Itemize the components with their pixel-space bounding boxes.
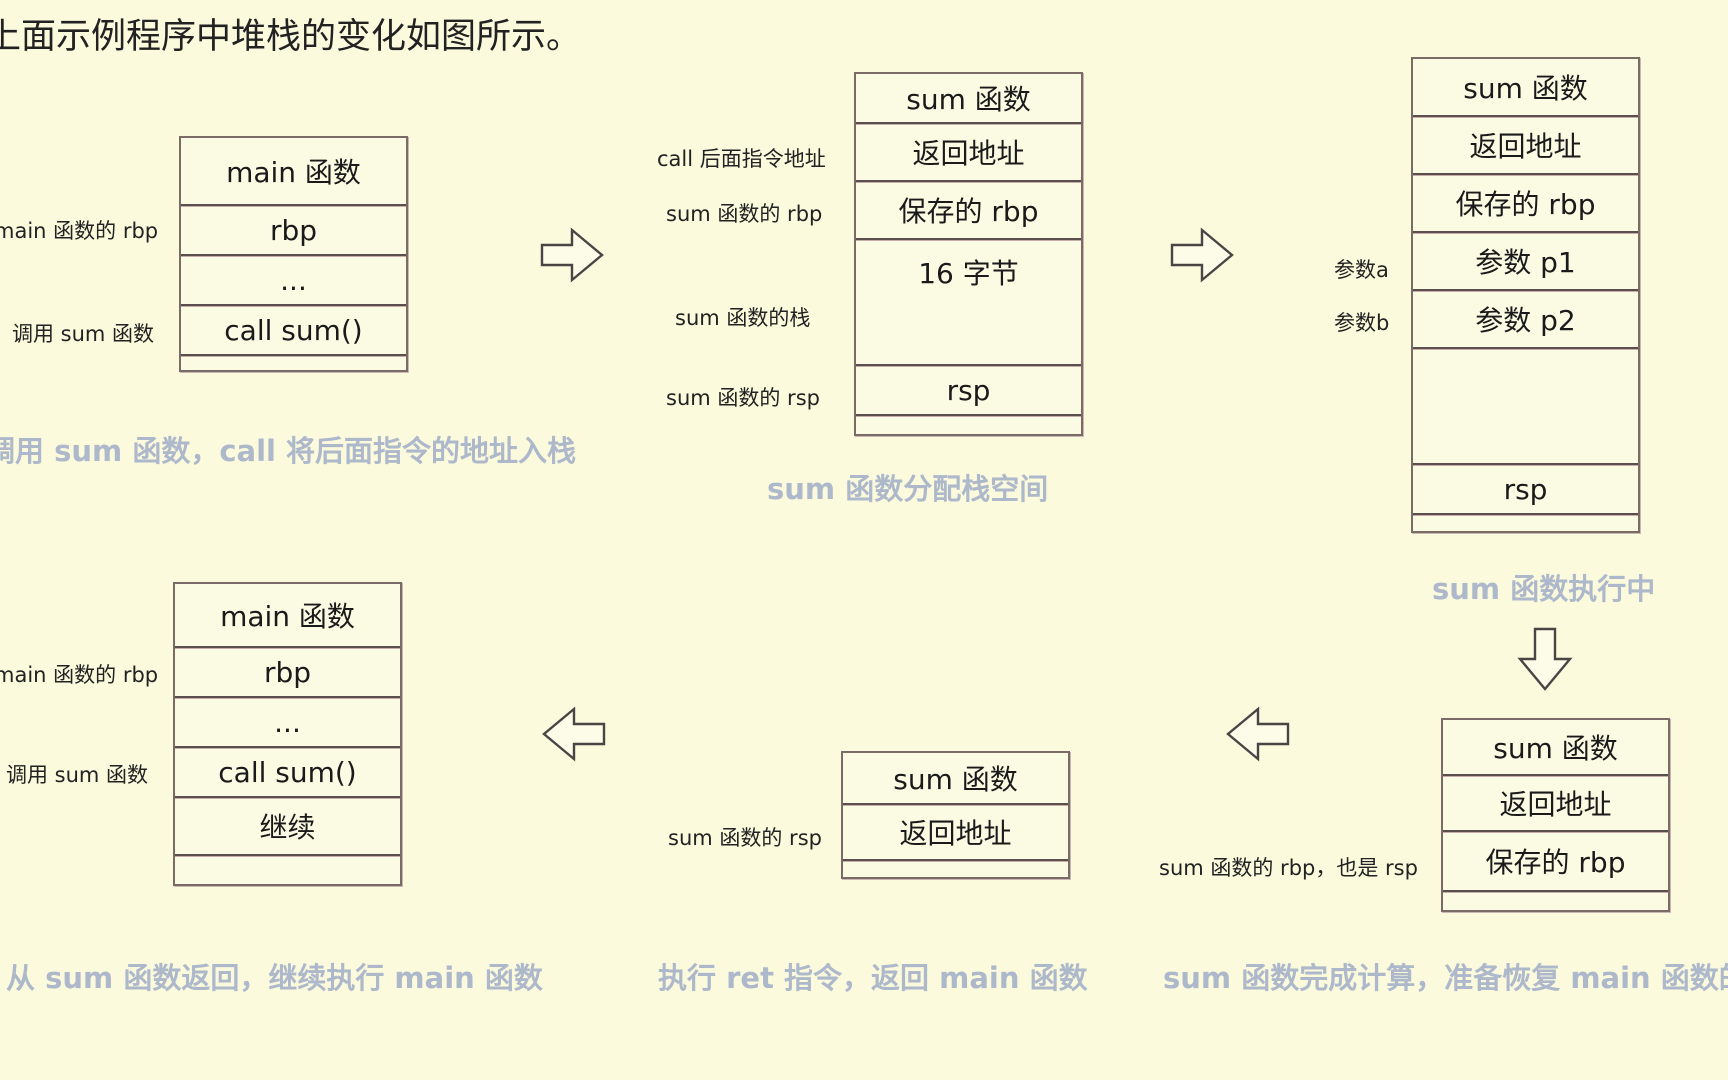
- stack-cell: main 函数: [181, 138, 406, 206]
- stack-cell: rbp: [175, 648, 400, 698]
- stack-label: main 函数的 rbp: [0, 663, 159, 687]
- stack-label: call 后面指令地址: [657, 147, 826, 171]
- stack-label: 参数a: [1334, 258, 1389, 282]
- stack-label: main 函数的 rbp: [0, 219, 159, 243]
- stack-box: main 函数 rbp ... call sum() 继续: [173, 582, 402, 886]
- stack-box: sum 函数 返回地址: [841, 751, 1070, 879]
- stack-cell: 参数 p2: [1413, 291, 1638, 349]
- stack-cell: 保存的 rbp: [856, 182, 1081, 240]
- stack-cell: 保存的 rbp: [1413, 175, 1638, 233]
- stack-cell: sum 函数: [843, 753, 1068, 805]
- stack-box: sum 函数 返回地址 保存的 rbp: [1441, 718, 1670, 912]
- stack-cell: rsp: [856, 366, 1081, 416]
- stack-cell: sum 函数: [1413, 59, 1638, 117]
- panel-caption: sum 函数分配栈空间: [767, 472, 1049, 506]
- stack-cell: sum 函数: [856, 74, 1081, 124]
- stack-cell: 返回地址: [856, 124, 1081, 182]
- stack-cell: sum 函数: [1443, 720, 1668, 776]
- stack-cell: 返回地址: [1443, 776, 1668, 832]
- panel-caption: sum 函数完成计算，准备恢复 main 函数的: [1163, 961, 1728, 995]
- stack-cell: call sum(): [181, 306, 406, 356]
- stack-cell: ...: [181, 256, 406, 306]
- stack-cell: 返回地址: [843, 805, 1068, 861]
- stack-cell: rbp: [181, 206, 406, 256]
- stack-label: sum 函数的 rsp: [668, 826, 822, 850]
- arrow-right-icon: [1170, 227, 1234, 283]
- stack-cell-empty: [1413, 349, 1638, 465]
- stack-cell: main 函数: [175, 584, 400, 648]
- panel-caption: 执行 ret 指令，返回 main 函数: [658, 961, 1088, 995]
- stack-cell: call sum(): [175, 748, 400, 798]
- stack-label: sum 函数的 rbp: [666, 202, 823, 226]
- stack-box: sum 函数 返回地址 保存的 rbp 参数 p1 参数 p2 rsp: [1411, 57, 1640, 533]
- stack-label: 参数b: [1334, 311, 1390, 335]
- arrow-left-icon: [1226, 706, 1290, 762]
- stack-label: sum 函数的 rsp: [666, 386, 820, 410]
- stack-box: sum 函数 返回地址 保存的 rbp 16 字节 rsp: [854, 72, 1083, 436]
- stack-cell: 继续: [175, 798, 400, 856]
- stack-cell: 参数 p1: [1413, 233, 1638, 291]
- arrow-right-icon: [540, 227, 604, 283]
- stack-cell: ...: [175, 698, 400, 748]
- panel-caption: sum 函数执行中: [1432, 572, 1656, 606]
- stack-cell: 16 字节: [856, 240, 1081, 366]
- stack-box: main 函数 rbp ... call sum(): [179, 136, 408, 372]
- panel-caption: 从 sum 函数返回，继续执行 main 函数: [6, 961, 543, 995]
- page-heading: 上面示例程序中堆栈的变化如图所示。: [0, 17, 582, 57]
- stack-cell: 保存的 rbp: [1443, 832, 1668, 892]
- stack-cell: 返回地址: [1413, 117, 1638, 175]
- arrow-left-icon: [542, 706, 606, 762]
- arrow-down-icon: [1517, 627, 1573, 691]
- stack-label: sum 函数的栈: [675, 306, 811, 330]
- stack-label: 调用 sum 函数: [12, 322, 155, 346]
- stack-cell: rsp: [1413, 465, 1638, 515]
- stack-label: 调用 sum 函数: [6, 763, 149, 787]
- panel-caption: 调用 sum 函数，call 将后面指令的地址入栈: [0, 434, 577, 468]
- stack-label: sum 函数的 rbp，也是 rsp: [1159, 856, 1418, 880]
